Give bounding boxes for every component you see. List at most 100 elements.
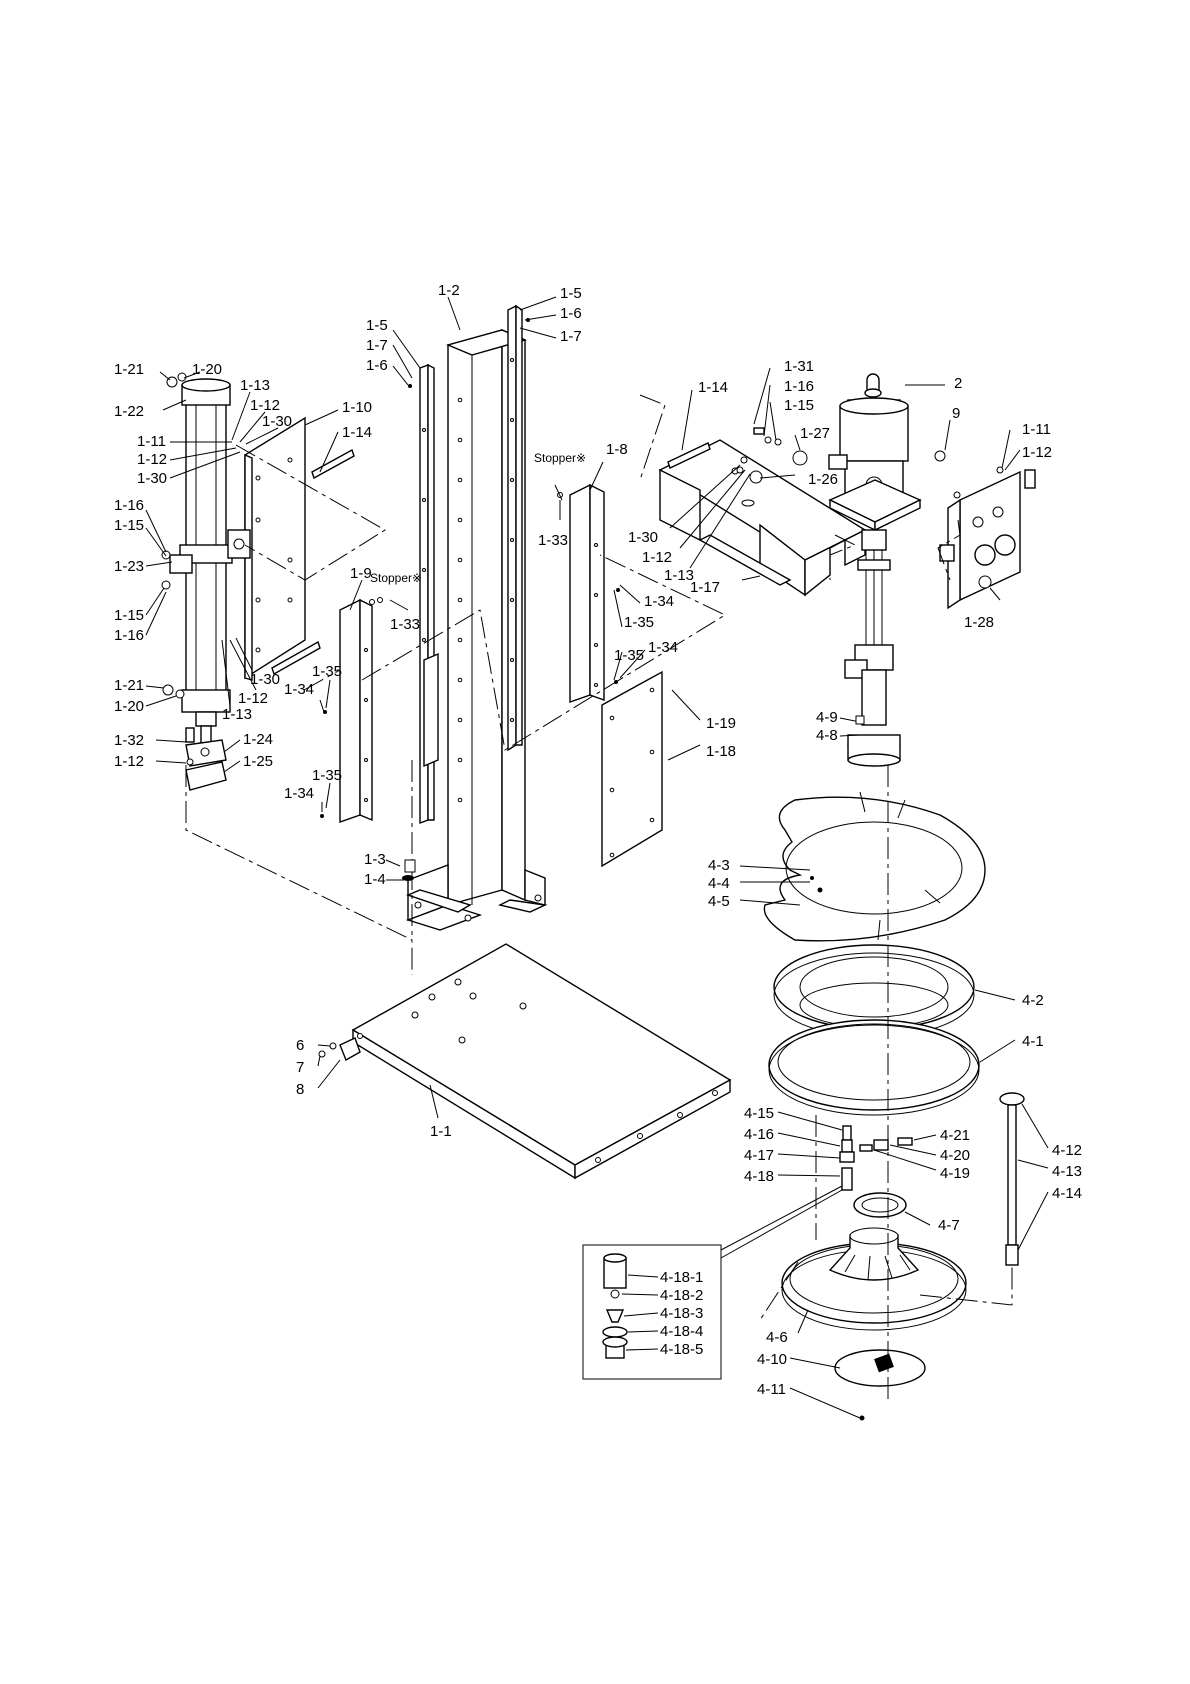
callout-4-12: 4-12 [1052, 1142, 1082, 1159]
callout-1-35: 1-35 [624, 614, 654, 631]
callout-1-2: 1-2 [438, 282, 460, 299]
callout-1-1: 1-1 [430, 1123, 452, 1140]
mount-plate-1-10 [227, 416, 306, 681]
callout-stopper: Stopper※ [370, 571, 422, 585]
callout-4-9: 4-9 [816, 709, 838, 726]
callout-1-30: 1-30 [262, 413, 292, 430]
side-member-1-8 [557, 483, 605, 703]
callout-4-20: 4-20 [940, 1147, 970, 1164]
callout-6: 6 [296, 1037, 304, 1054]
bracket-fittings [736, 427, 808, 484]
base-bracket [318, 1037, 361, 1062]
callout-4-17: 4-17 [744, 1147, 774, 1164]
callout-1-23: 1-23 [114, 558, 144, 575]
callout-1-35: 1-35 [312, 663, 342, 680]
callout-1-25: 1-25 [243, 753, 273, 770]
callout-1-30: 1-30 [628, 529, 658, 546]
detail-inset-4-18 [582, 1244, 722, 1380]
callout-1-12: 1-12 [1022, 444, 1052, 461]
pump-assembly [828, 373, 946, 767]
callout-2: 2 [954, 375, 962, 392]
callout-1-26: 1-26 [808, 471, 838, 488]
bolt-markers [320, 318, 865, 1421]
callout-1-30: 1-30 [250, 671, 280, 688]
callout-4-16: 4-16 [744, 1126, 774, 1143]
callout-4-10: 4-10 [757, 1351, 787, 1368]
leader-lines [145, 296, 1049, 1419]
strip-1-14-right [667, 442, 711, 469]
ring-4-1 [768, 1019, 980, 1116]
rail-right [507, 304, 523, 752]
callout-1-6: 1-6 [366, 357, 388, 374]
callout-1-21: 1-21 [114, 677, 144, 694]
callout-1-16: 1-16 [784, 378, 814, 395]
rod-4-13 [999, 1092, 1025, 1266]
strip-1-14-left [271, 448, 355, 676]
callout-4-18-2: 4-18-2 [660, 1287, 703, 1304]
callout-1-14: 1-14 [342, 424, 372, 441]
callout-1-22: 1-22 [114, 403, 144, 420]
callout-4-19: 4-19 [940, 1165, 970, 1182]
callout-1-9: 1-9 [350, 565, 372, 582]
callout-9: 9 [952, 405, 960, 422]
callout-4-6: 4-6 [766, 1329, 788, 1346]
callout-1-24: 1-24 [243, 731, 273, 748]
side-member-1-9 [339, 597, 383, 823]
callout-1-30: 1-30 [137, 470, 167, 487]
control-panel-1-28 [939, 466, 1036, 610]
callout-1-8: 1-8 [606, 441, 628, 458]
air-cylinder [161, 372, 233, 745]
post-holes [457, 397, 463, 803]
callout-1-15: 1-15 [114, 517, 144, 534]
callout-1-13: 1-13 [664, 567, 694, 584]
callout-1-21: 1-21 [114, 361, 144, 378]
callout-1-12: 1-12 [642, 549, 672, 566]
callout-4-13: 4-13 [1052, 1163, 1082, 1180]
callout-4-18-1: 4-18-1 [660, 1269, 703, 1286]
callout-1-13: 1-13 [240, 377, 270, 394]
follower-plate [781, 1227, 967, 1331]
disc-4-10 [834, 1349, 926, 1387]
valve-assembly [839, 1125, 913, 1191]
callout-1-6: 1-6 [560, 305, 582, 322]
callout-1-10: 1-10 [342, 399, 372, 416]
callout-1-14: 1-14 [698, 379, 728, 396]
callout-1-7: 1-7 [560, 328, 582, 345]
callout-1-19: 1-19 [706, 715, 736, 732]
callout-labels: 1-2 1-5 1-6 1-7 1-5 1-7 1-6 1-21 1-20 1-… [114, 282, 1082, 1398]
callout-1-4: 1-4 [364, 871, 386, 888]
callout-1-32: 1-32 [114, 732, 144, 749]
callout-4-14: 4-14 [1052, 1185, 1082, 1202]
callout-1-28: 1-28 [964, 614, 994, 631]
callout-1-13: 1-13 [222, 706, 252, 723]
callout-1-12: 1-12 [238, 690, 268, 707]
callout-4-21: 4-21 [940, 1127, 970, 1144]
callout-1-33: 1-33 [538, 532, 568, 549]
callout-4-18-4: 4-18-4 [660, 1323, 703, 1340]
callout-1-3: 1-3 [364, 851, 386, 868]
callout-1-11: 1-11 [137, 433, 166, 450]
callout-1-5: 1-5 [366, 317, 388, 334]
callout-4-11: 4-11 [757, 1381, 786, 1398]
callout-1-12: 1-12 [137, 451, 167, 468]
callout-4-4: 4-4 [708, 875, 730, 892]
callout-1-20: 1-20 [114, 698, 144, 715]
callout-1-15: 1-15 [784, 397, 814, 414]
callout-1-35: 1-35 [614, 647, 644, 664]
callout-1-18: 1-18 [706, 743, 736, 760]
segment-ring [763, 791, 986, 942]
callout-1-20: 1-20 [192, 361, 222, 378]
callout-1-34: 1-34 [644, 593, 674, 610]
callout-1-15: 1-15 [114, 607, 144, 624]
callout-1-7: 1-7 [366, 337, 388, 354]
callout-1-27: 1-27 [800, 425, 830, 442]
ring-4-7 [853, 1192, 907, 1218]
base-plate [351, 943, 732, 1180]
callout-1-34: 1-34 [648, 639, 678, 656]
callout-1-34: 1-34 [284, 681, 314, 698]
callout-1-17: 1-17 [690, 579, 720, 596]
callout-1-12: 1-12 [114, 753, 144, 770]
callout-7: 7 [296, 1059, 304, 1076]
callout-stopper: Stopper※ [534, 451, 586, 465]
